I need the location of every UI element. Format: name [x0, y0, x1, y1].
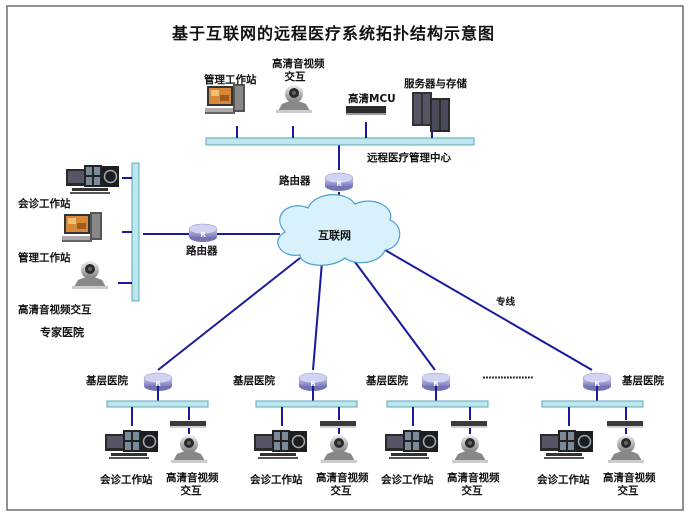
- hospital-1-av-line1: 高清音视频: [166, 472, 219, 484]
- hospital-2-av-label: 高清音视频 交互: [316, 472, 369, 498]
- center-av-label-line2: 交互: [284, 71, 306, 83]
- diagram-title: 基于互联网的远程医疗系统拓扑结构示意图: [172, 24, 496, 43]
- hospital-3-av-label: 高清音视频 交互: [447, 472, 500, 498]
- cloud-to-hospital-1-link: [157, 257, 301, 371]
- center-router-label: 路由器: [279, 175, 311, 187]
- cloud-to-hospital-4-link: [384, 249, 593, 371]
- internet-label: 互联网: [318, 229, 351, 242]
- expert-consult-label: 会诊工作站: [18, 198, 71, 210]
- expert-management-workstation: [62, 212, 102, 242]
- hospital-3-ws-label: 会诊工作站: [381, 474, 434, 486]
- center-mcu: [346, 106, 386, 115]
- hospital-2-av-line1: 高清音视频: [316, 472, 369, 484]
- hospital-2-ws-label: 会诊工作站: [250, 474, 303, 486]
- hospital-4-av-label: 高清音视频 交互: [603, 472, 656, 498]
- more-hospitals-ellipsis: ·················: [482, 372, 534, 384]
- hospital-1-av-label: 高清音视频 交互: [166, 472, 219, 498]
- center-management-workstation: [205, 84, 245, 114]
- expert-mgmt-label: 管理工作站: [18, 252, 71, 264]
- center-av-label-line1: 高清音视频: [272, 58, 325, 70]
- center-name-label: 远程医疗管理中心: [367, 152, 451, 164]
- center-router: [324, 172, 354, 192]
- hospital-2-av-line2: 交互: [330, 485, 352, 497]
- hospital-4-av-line2: 交互: [617, 485, 639, 497]
- primary-hospital-1: [104, 372, 209, 463]
- expert-lan-bus: [131, 162, 140, 302]
- internet-cloud: [277, 194, 401, 266]
- expert-av-label: 高清音视频交互: [18, 304, 92, 316]
- center-server-storage: [412, 92, 450, 132]
- center-workstation-label: 管理工作站: [204, 74, 257, 86]
- primary-hospital-2: [253, 372, 358, 463]
- dedicated-line-label: 专线: [496, 297, 516, 308]
- hospital-4-ws-label: 会诊工作站: [537, 474, 590, 486]
- expert-router: [188, 223, 218, 243]
- center-lan-bus: [205, 137, 475, 146]
- cloud-to-hospital-2-link: [312, 261, 323, 371]
- center-mcu-label: 高清MCU: [348, 93, 396, 105]
- hospital-3-av-line2: 交互: [461, 485, 483, 497]
- hospital-1-name: 基层医院: [86, 375, 128, 387]
- hospital-3-av-line1: 高清音视频: [447, 472, 500, 484]
- center-server-label: 服务器与存储: [404, 78, 467, 90]
- expert-router-label: 路由器: [186, 245, 218, 257]
- hospital-1-ws-label: 会诊工作站: [100, 474, 153, 486]
- primary-hospital-4: [539, 372, 644, 463]
- center-av-label: 高清音视频 交互: [272, 58, 325, 84]
- hospital-1-av-line2: 交互: [180, 485, 202, 497]
- cloud-to-hospital-3-link: [354, 261, 436, 371]
- hospital-4-av-line1: 高清音视频: [603, 472, 656, 484]
- expert-hospital-name: 专家医院: [40, 326, 84, 339]
- primary-hospital-3: [384, 372, 489, 463]
- hospital-2-name: 基层医院: [233, 375, 275, 387]
- hospital-3-name: 基层医院: [366, 375, 408, 387]
- hospital-4-name: 基层医院: [622, 375, 664, 387]
